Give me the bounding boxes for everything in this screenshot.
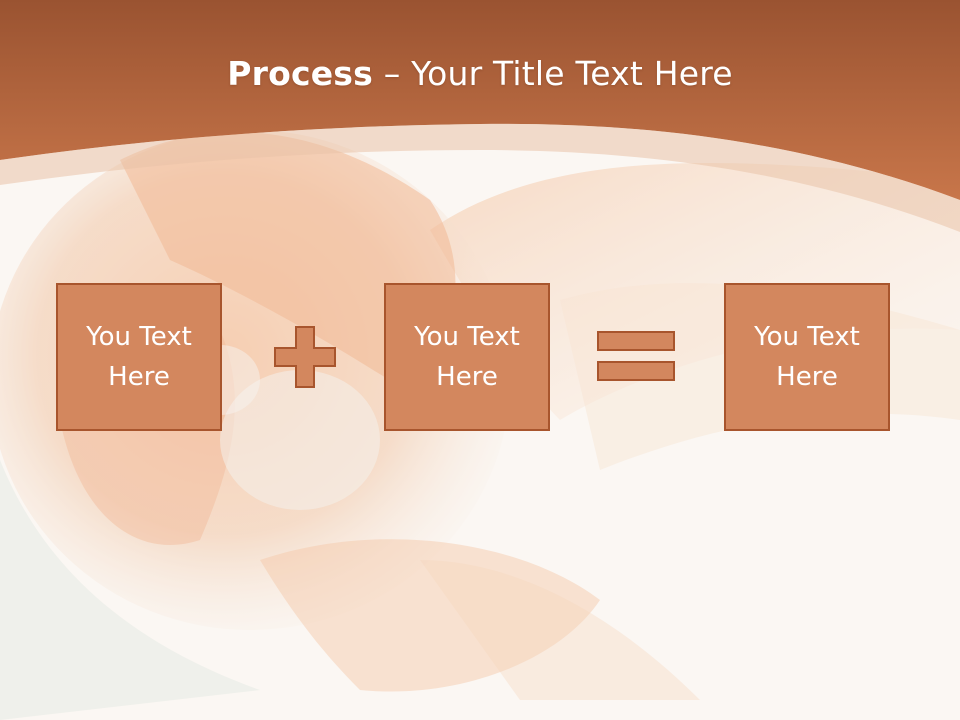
process-box-1[interactable]: You Text Here	[56, 283, 222, 431]
process-box-3-text: You Text Here	[754, 322, 860, 392]
process-box-2[interactable]: You Text Here	[384, 283, 550, 431]
equals-icon	[597, 331, 675, 381]
header-band	[0, 0, 960, 232]
title-text: Your Title Text Here	[411, 54, 733, 93]
process-box-3[interactable]: You Text Here	[724, 283, 890, 431]
slide-title: Process – Your Title Text Here	[0, 52, 960, 96]
title-bold-part: Process	[227, 54, 373, 93]
plus-icon	[274, 326, 336, 388]
title-dash: –	[383, 54, 401, 93]
process-box-1-text: You Text Here	[86, 322, 192, 392]
process-box-2-text: You Text Here	[414, 322, 520, 392]
